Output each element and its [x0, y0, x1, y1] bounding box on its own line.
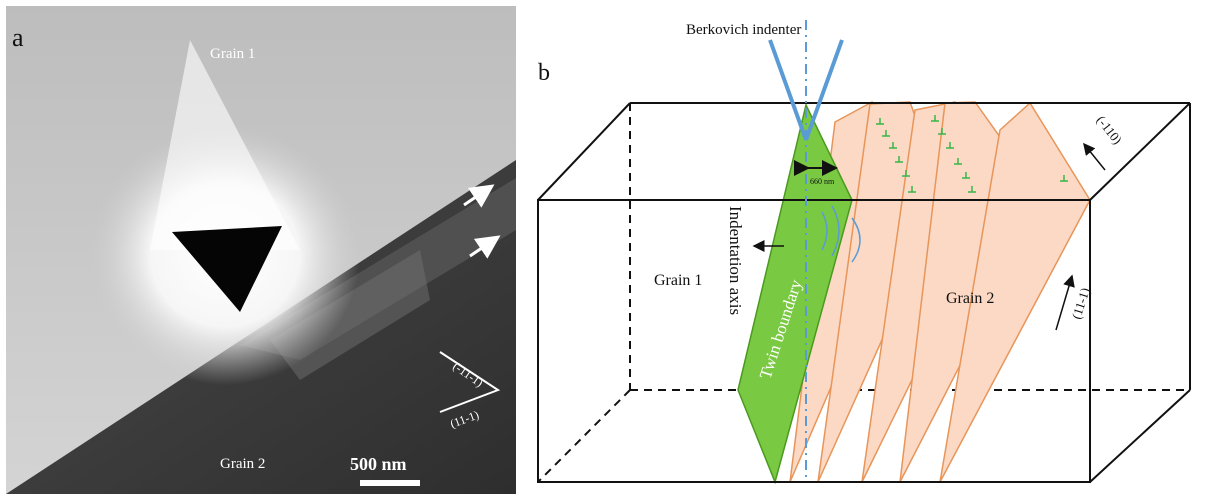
indenter-label: Berkovich indenter [686, 22, 801, 38]
panel-b-label: b [538, 60, 550, 86]
box-top-left-edge [537, 102, 631, 201]
dislocations [876, 115, 1068, 193]
stress-wave [851, 217, 861, 263]
indentation-axis-label: Indentation axis [726, 206, 745, 315]
berkovich-indenter [768, 39, 844, 141]
indenter-left-face [768, 39, 808, 141]
arrow-right-upper [463, 184, 495, 208]
stress-wave [831, 205, 840, 257]
panel-b-schematic: b Berkovich indenter [537, 20, 1191, 485]
dislocation-symbol [889, 142, 897, 149]
dislocation-symbol [882, 130, 890, 137]
grain2-schematic-label: Grain 2 [946, 290, 994, 307]
grain1-schematic-label: Grain 1 [654, 272, 702, 289]
direction-top-label: (-110) [1094, 113, 1126, 147]
arrow-right-lower [469, 235, 501, 259]
dislocation-symbol [902, 170, 910, 177]
grain2-label: Grain 2 [220, 456, 265, 472]
box-left-depth-edge [537, 389, 631, 483]
dislocation-symbol [954, 158, 962, 165]
dislocation-symbol [895, 156, 903, 163]
dislocation-symbol [1060, 175, 1068, 182]
panel-a-sem-image: (-11-1) (11-1) a Grain 1 Grain 2 500 nm [6, 6, 516, 494]
dislocation-symbol [908, 186, 916, 193]
dislocation-symbol [931, 115, 939, 122]
dislocation-symbol [876, 118, 884, 125]
dislocation-symbol [946, 142, 954, 149]
upper-pile-up [150, 40, 300, 250]
direction-side-arrow [1055, 274, 1075, 331]
scale-bar-label: 500 nm [350, 454, 407, 474]
dislocation-symbol [968, 186, 976, 193]
dislocation-symbol [962, 172, 970, 179]
box-bottom-right-edge [1089, 389, 1191, 483]
plane-bracket [439, 351, 501, 413]
direction-top-arrow [1083, 142, 1106, 171]
stress-wave [821, 211, 828, 251]
grain1-label: Grain 1 [210, 46, 255, 62]
indent-impression [172, 226, 282, 312]
panel-a-label: a [12, 23, 24, 52]
scale-bar [360, 480, 420, 486]
twin-lamellae [789, 100, 1091, 483]
dislocation-symbol [938, 128, 946, 135]
box-top-right-edge [1089, 102, 1191, 201]
distance-label: 660 nm [810, 177, 835, 186]
indenter-right-face [804, 39, 844, 141]
box-front-face [537, 199, 1091, 483]
